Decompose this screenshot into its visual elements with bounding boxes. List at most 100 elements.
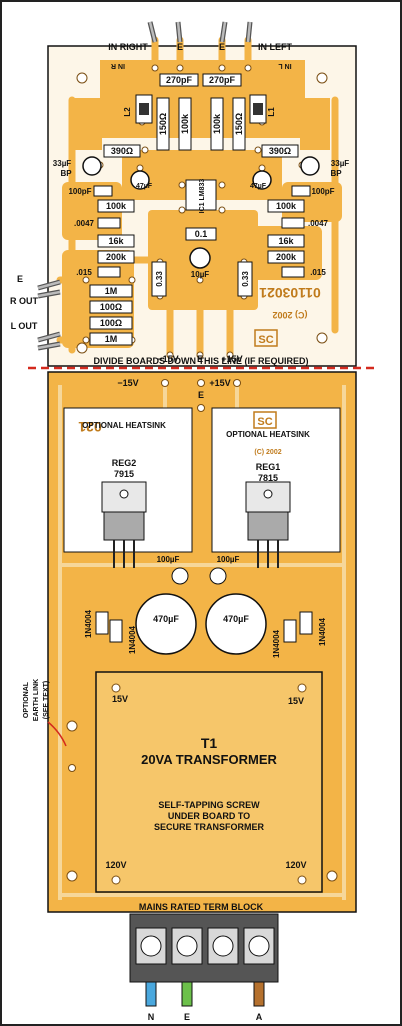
sc-logo-bottom-text: SC bbox=[257, 416, 272, 428]
in-right-earth-label: E bbox=[177, 42, 183, 52]
res-100k-side-left bbox=[97, 199, 135, 213]
in-l-silk: IN L bbox=[278, 62, 292, 69]
heatsink-right-label: OPTIONAL HEATSINK bbox=[226, 430, 310, 439]
res-16k-right bbox=[267, 234, 305, 248]
out-earth-label: E bbox=[17, 274, 23, 284]
rail-neg-top: −15V bbox=[157, 354, 178, 364]
reg1-name: REG1 bbox=[256, 462, 281, 472]
res-390-right-value: 390Ω bbox=[269, 146, 291, 156]
ic1-lm833 bbox=[185, 179, 217, 211]
inductor-l2-core bbox=[139, 103, 149, 115]
cap-0047-left bbox=[97, 217, 121, 229]
cap-270pf-left-value: 270pF bbox=[166, 75, 193, 85]
res-390-right bbox=[261, 144, 299, 158]
transformer-15v-right: 15V bbox=[288, 696, 304, 706]
cap-470uf-right bbox=[205, 593, 267, 655]
cap-033-right-value: 0.33 bbox=[241, 271, 250, 287]
res-390-left bbox=[103, 144, 141, 158]
res-16k-left bbox=[97, 234, 135, 248]
earth-link-line2: EARTH LINK bbox=[33, 679, 40, 721]
sc-logo-top-text: SC bbox=[258, 334, 273, 346]
res-100k-left-value: 100k bbox=[180, 113, 190, 134]
r-out-label: R OUT bbox=[10, 296, 39, 306]
res-200k-right-value: 200k bbox=[276, 252, 297, 262]
transformer-120v-left: 120V bbox=[105, 860, 126, 870]
cap-270pf-right-value: 270pF bbox=[209, 75, 236, 85]
sc-logo-top bbox=[254, 329, 278, 347]
reg2-hole bbox=[119, 489, 129, 499]
cap-470uf-right-value: 470µF bbox=[223, 614, 249, 624]
cap-47uf-left-value: 47µF bbox=[136, 183, 153, 190]
diode-3-label: 1N4004 bbox=[272, 629, 281, 658]
in-left-earth-label: E bbox=[219, 42, 225, 52]
reg2-name: REG2 bbox=[112, 458, 137, 468]
res-16k-right-value: 16k bbox=[278, 236, 294, 246]
earth-link-line3: (SEE TEXT) bbox=[43, 681, 50, 720]
terminal-title: MAINS RATED TERM BLOCK bbox=[139, 902, 264, 912]
cap-015-left-value: .015 bbox=[76, 268, 92, 277]
reg1-hole bbox=[263, 489, 273, 499]
preamp-pads bbox=[76, 64, 328, 359]
cap-10uf bbox=[189, 247, 211, 269]
mains-earth-wire bbox=[181, 981, 193, 1007]
reg1-body bbox=[247, 511, 289, 541]
board-code-top: 01103021 bbox=[259, 285, 321, 301]
board-year-top: (C) 2002 bbox=[272, 310, 307, 320]
rail-neg-bottom: −15V bbox=[117, 378, 138, 388]
res-1m-a bbox=[89, 284, 133, 298]
l-out-label: L OUT bbox=[11, 321, 38, 331]
cap-470uf-left bbox=[135, 593, 197, 655]
rail-pos-top: +15V bbox=[221, 354, 242, 364]
in-left-label: IN LEFT bbox=[258, 42, 292, 52]
rail-e-bottom: E bbox=[198, 390, 204, 400]
res-1m-b bbox=[89, 332, 133, 346]
terminal-screws bbox=[135, 927, 275, 965]
inductor-l1-core bbox=[253, 103, 263, 115]
cap-33uf-right bbox=[300, 156, 320, 176]
cap-100pf-left bbox=[93, 185, 113, 197]
cap-033-right bbox=[237, 261, 253, 297]
transformer-15v-left: 15V bbox=[112, 694, 128, 704]
cap-270pf-right bbox=[202, 73, 242, 87]
cap-47uf-right bbox=[252, 170, 272, 190]
cap-033-left bbox=[151, 261, 167, 297]
cap-015-right bbox=[281, 266, 305, 278]
terminal-a-label: A bbox=[256, 1012, 263, 1022]
diode-2-label: 1N4004 bbox=[128, 625, 137, 654]
cap-470uf-left-value: 470µF bbox=[153, 614, 179, 624]
rail-e-top: E bbox=[197, 354, 203, 364]
rail-pads bbox=[161, 379, 241, 412]
inductor-l2-label: L2 bbox=[123, 107, 132, 117]
transformer-title: 20VA TRANSFORMER bbox=[141, 752, 277, 767]
earth-link-arrow bbox=[47, 721, 67, 747]
res-100k-side-right bbox=[267, 199, 305, 213]
res-100k-right-value: 100k bbox=[212, 113, 222, 134]
cap-270pf-left bbox=[159, 73, 199, 87]
cap-0047-right-value: .0047 bbox=[308, 219, 329, 228]
cap-33uf-right-bp: BP bbox=[330, 169, 342, 178]
res-100-a-value: 100Ω bbox=[100, 302, 122, 312]
mains-neutral-wire bbox=[145, 981, 157, 1007]
res-200k-right bbox=[267, 250, 305, 264]
res-1m-b-value: 1M bbox=[105, 334, 118, 344]
res-16k-left-value: 16k bbox=[108, 236, 124, 246]
cap-47uf-left bbox=[130, 170, 150, 190]
input-wires bbox=[147, 21, 253, 43]
transformer-t1 bbox=[95, 671, 323, 893]
cap-33uf-right-value: 33µF bbox=[331, 159, 350, 168]
transformer-screw-2: UNDER BOARD TO bbox=[168, 811, 250, 821]
cap-100pf-right bbox=[291, 185, 311, 197]
transformer-screw-1: SELF-TAPPING SCREW bbox=[158, 800, 260, 810]
cap-100uf-right bbox=[209, 567, 227, 585]
output-wires bbox=[37, 279, 61, 351]
cap-0047-left-value: .0047 bbox=[74, 219, 95, 228]
cap-10uf-value: 10µF bbox=[191, 270, 210, 279]
cap-100pf-left-value: 100pF bbox=[68, 187, 91, 196]
res-100k-side-right-value: 100k bbox=[276, 201, 297, 211]
in-r-silk: IN R bbox=[111, 62, 125, 69]
cap-33uf-left bbox=[82, 156, 102, 176]
cap-33uf-left-value: 33µF bbox=[53, 159, 72, 168]
cap-33uf-left-bp: BP bbox=[60, 169, 72, 178]
res-150-left-value: 150Ω bbox=[158, 113, 168, 135]
